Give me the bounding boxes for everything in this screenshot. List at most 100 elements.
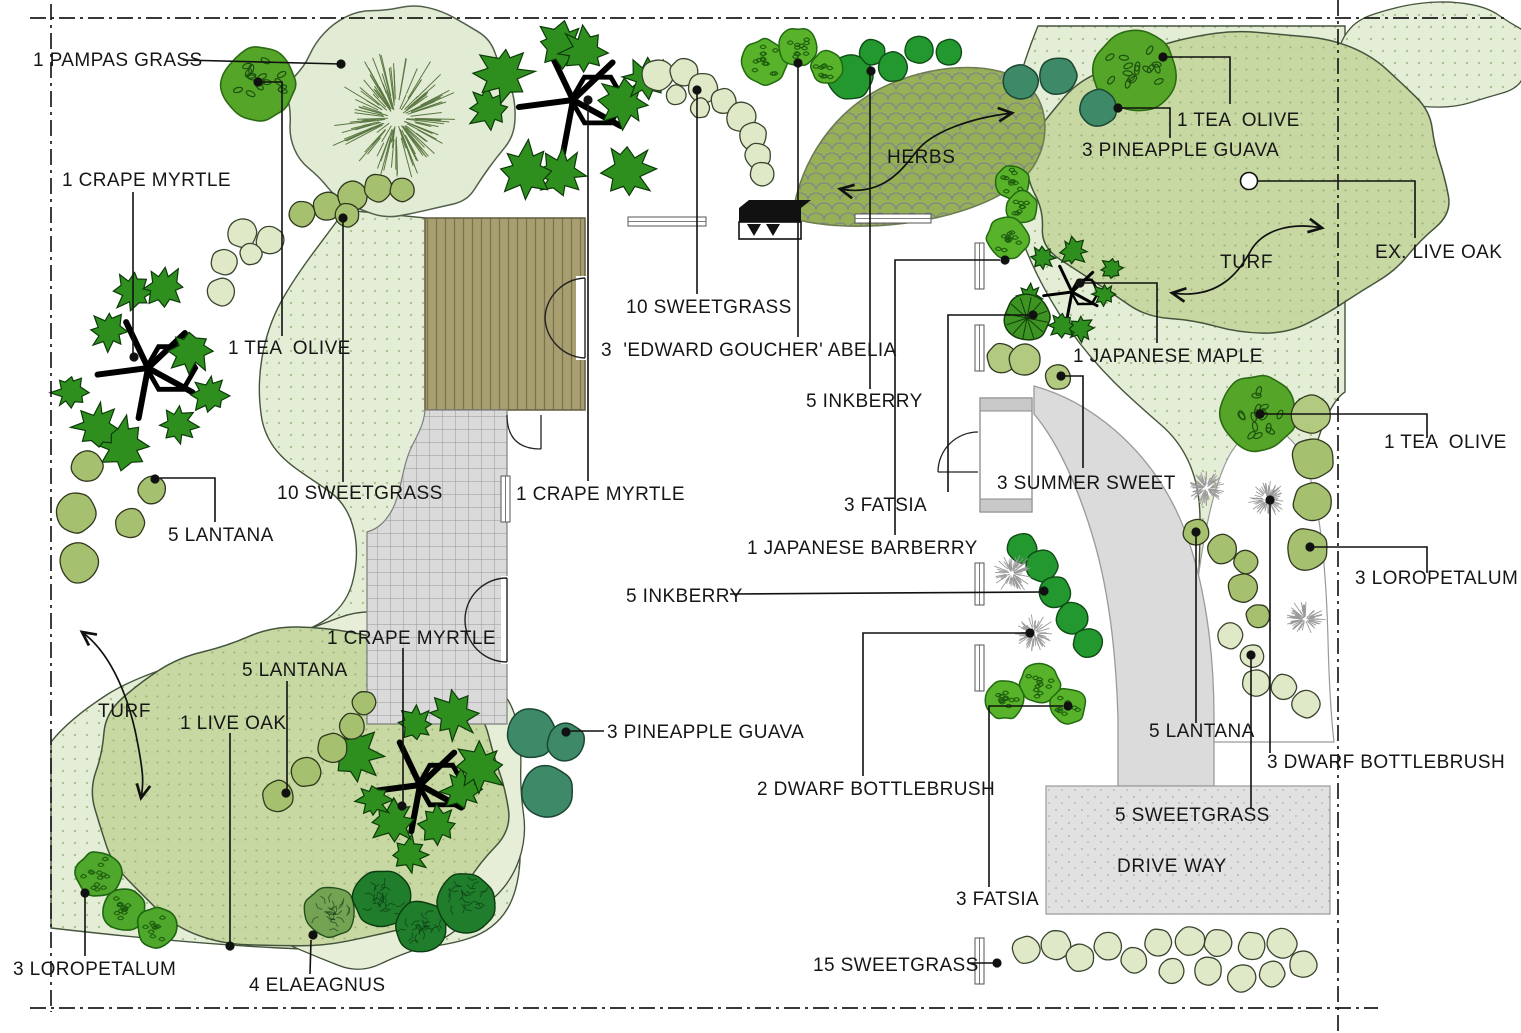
- mark: [1126, 73, 1136, 83]
- mark: [1194, 489, 1202, 494]
- pampas-grass-symbol: [286, 5, 516, 218]
- textured-shrub-symbol: [1018, 662, 1062, 704]
- label-turf-right: TURF: [1220, 252, 1273, 273]
- shape: [353, 785, 395, 817]
- mark: [1255, 500, 1264, 505]
- mark: [1206, 490, 1210, 500]
- shape: [103, 874, 111, 879]
- patio-french-door: [464, 577, 508, 663]
- mark: [410, 111, 442, 117]
- plant-marker-dot: [253, 77, 263, 87]
- mark: [381, 73, 394, 109]
- mark: [1128, 75, 1138, 84]
- mark: [995, 573, 1007, 578]
- shape: [1036, 682, 1045, 687]
- textured-shrub-symbol: [102, 888, 146, 931]
- shape: [93, 887, 101, 892]
- elaeagnus-symbol: [303, 886, 355, 939]
- mark: [1036, 637, 1044, 646]
- shape: [468, 82, 509, 132]
- branched-tree-symbol: [468, 19, 670, 201]
- loropetalum-symbol: [1292, 482, 1332, 522]
- mark: [1000, 573, 1010, 579]
- leader-line: [988, 705, 1063, 887]
- shape: [380, 899, 387, 909]
- textured-shrub-symbol: [74, 851, 123, 897]
- lantana-symbol: [59, 542, 100, 584]
- shape: [451, 885, 461, 890]
- shape: [362, 907, 373, 911]
- mark: [1259, 503, 1266, 515]
- mark: [998, 560, 1008, 570]
- label-sweetgrass-15: 15 SWEETGRASS: [813, 955, 979, 976]
- mark: [363, 79, 380, 99]
- leader-line: [182, 59, 342, 65]
- mark: [1270, 502, 1280, 513]
- mark: [1302, 607, 1305, 615]
- mark: [351, 123, 373, 130]
- sweetgrass-symbol: [334, 202, 360, 228]
- plant-symbols: [48, 5, 1334, 993]
- sweetgrass-symbol: [1194, 956, 1222, 986]
- label-japanese-barberry: 1 JAPANESE BARBERRY: [747, 538, 978, 559]
- shape: [752, 59, 760, 64]
- sweetgrass-symbol: [1226, 964, 1257, 993]
- driveway-apron: [1045, 785, 1331, 915]
- mark: [420, 89, 450, 106]
- mark: [1299, 610, 1305, 618]
- mark: [401, 129, 418, 161]
- shape: [411, 923, 419, 931]
- mark: [1012, 559, 1018, 571]
- sweetgrass-symbol: [206, 277, 236, 307]
- mark: [1033, 625, 1037, 632]
- pineapple-guava-symbol: [1002, 64, 1040, 100]
- leader-line: [1264, 413, 1428, 438]
- mark: [135, 365, 151, 421]
- shape: [1046, 312, 1075, 339]
- mark: [398, 125, 407, 149]
- sweetgrass-symbol: [1040, 930, 1072, 961]
- mark: [403, 120, 433, 135]
- mark: [1195, 484, 1205, 488]
- mark: [1289, 619, 1304, 625]
- mark: [1294, 614, 1303, 619]
- mark: [1122, 70, 1133, 77]
- mark: [1261, 486, 1266, 494]
- mark: [1255, 486, 1264, 496]
- mark: [405, 68, 418, 95]
- mark: [415, 74, 441, 99]
- plant-marker-dot: [1039, 586, 1049, 596]
- mark: [245, 90, 256, 98]
- mark: [1198, 475, 1205, 486]
- shape: [97, 862, 105, 868]
- mark: [360, 90, 380, 106]
- mark: [380, 55, 392, 97]
- shape: [751, 67, 759, 73]
- mark: [393, 63, 396, 97]
- plant-marker-dot: [1063, 701, 1073, 711]
- sweetgrass-symbol: [288, 200, 316, 228]
- mark: [1250, 411, 1257, 423]
- shape: [100, 885, 108, 890]
- mark: [402, 125, 429, 157]
- mark: [1268, 489, 1272, 496]
- mark: [232, 86, 244, 94]
- mark: [1204, 476, 1207, 486]
- label-dwarf-bottlebrush-2: 2 DWARF BOTTLEBRUSH: [757, 779, 995, 800]
- mark: [1269, 484, 1277, 495]
- mark: [376, 142, 385, 157]
- shape: [797, 43, 805, 48]
- plant-marker-dot: [1056, 371, 1066, 381]
- mark: [372, 93, 387, 108]
- label-elaeagnus: 4 ELAEAGNUS: [249, 975, 385, 996]
- label-pineapple-guava-bottom: 3 PINEAPPLE GUAVA: [607, 722, 804, 743]
- inkberry-symbol: [935, 38, 963, 66]
- mark: [1310, 613, 1323, 619]
- mark: [362, 105, 383, 114]
- shape: [396, 928, 407, 933]
- shape: [739, 200, 811, 208]
- mark: [1003, 561, 1012, 572]
- shape: [414, 934, 419, 944]
- shape: [330, 921, 339, 928]
- shape: [89, 312, 129, 354]
